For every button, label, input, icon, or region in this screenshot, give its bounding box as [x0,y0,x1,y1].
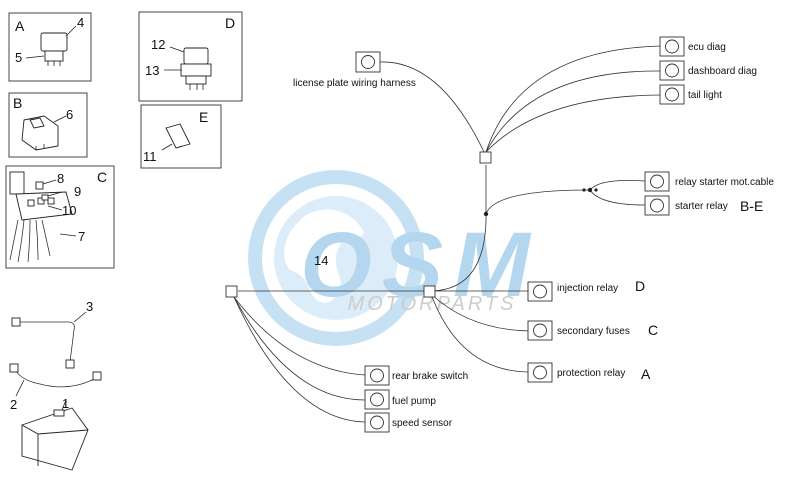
kit-d[interactable]: D 12 13 [138,11,243,102]
fuse-icon [165,123,191,149]
part-number-12: 12 [151,37,165,52]
watermark: OSM MOTORPARTS [248,170,540,346]
connector-starter-relay-kit-ref: B-E [740,198,763,214]
ground-cable-2[interactable]: 2 [9,363,102,412]
part-number-14: 14 [314,253,328,268]
connector-relay-starter[interactable]: relay starter mot.cable [644,171,774,192]
kit-b-letter: B [13,95,22,111]
connector-tail-light[interactable]: tail light [659,84,722,105]
relay-socket-icon [21,115,59,151]
kit-e-letter: E [199,109,208,125]
part-number-3: 3 [86,299,93,314]
connector-injection-relay-kit-ref: D [635,278,645,294]
part-number-11: 11 [143,149,157,164]
connector-relay-starter-label: relay starter mot.cable [675,177,774,188]
connector-rear-brake[interactable]: rear brake switch [364,365,468,386]
watermark-globe-icon [248,170,424,346]
kit-b[interactable]: B 6 [8,92,88,158]
connector-protection-relay[interactable]: protection relay A [527,362,651,383]
connector-starter-relay[interactable]: starter relay B-E [644,195,763,216]
connector-secondary-fuses-label: secondary fuses [557,326,630,337]
part-number-1: 1 [62,396,69,411]
connector-license-plate-label: license plate wiring harness [293,78,416,89]
kit-a[interactable]: A 4 5 [8,12,92,82]
connector-starter-relay-label: starter relay [675,201,728,212]
connector-license-plate[interactable]: license plate wiring harness [293,51,416,89]
connector-secondary-fuses[interactable]: secondary fuses C [527,320,658,341]
connector-rear-brake-label: rear brake switch [392,371,468,382]
watermark-subtitle: MOTORPARTS [348,293,517,315]
connector-fuel-pump-label: fuel pump [392,396,436,407]
battery-icon [21,407,89,471]
connector-dashboard-diag-label: dashboard diag [688,66,757,77]
connector-ecu-diag[interactable]: ecu diag [659,36,726,57]
part-number-6: 6 [66,107,73,122]
part-number-9: 9 [74,184,81,199]
watermark-brand: OSM [300,214,540,316]
connector-injection-relay[interactable]: injection relay D [527,278,645,302]
part-number-2: 2 [10,397,17,412]
connector-injection-relay-label: injection relay [557,283,618,294]
harness-junctions [225,151,598,298]
part-number-5: 5 [15,50,22,65]
connector-speed-sensor-label: speed sensor [392,418,453,429]
connector-ecu-diag-label: ecu diag [688,42,726,53]
part-number-13: 13 [145,63,159,78]
kit-c[interactable]: C 8 9 10 7 [5,165,115,269]
connector-fuel-pump[interactable]: fuel pump [364,389,436,410]
kit-d-letter: D [225,15,235,31]
connector-speed-sensor[interactable]: speed sensor [364,412,453,433]
part-number-10: 10 [62,203,76,218]
relay-small-icon [40,32,68,66]
connector-protection-relay-label: protection relay [557,368,625,379]
part-number-8: 8 [57,171,64,186]
kit-e[interactable]: E 11 [140,104,222,169]
kit-c-letter: C [97,169,107,185]
fuse-box-icon [9,171,73,263]
battery-1[interactable]: 1 [21,396,89,471]
part-number-4: 4 [77,15,84,30]
kit-a-letter: A [15,18,25,34]
connector-secondary-fuses-kit-ref: C [648,322,658,338]
connector-tail-light-label: tail light [688,90,722,101]
harness-wires [233,45,661,423]
part-number-7: 7 [78,229,85,244]
connector-dashboard-diag[interactable]: dashboard diag [659,60,757,81]
connector-protection-relay-kit-ref: A [641,366,651,382]
battery-cable-3[interactable]: 3 [11,299,93,369]
